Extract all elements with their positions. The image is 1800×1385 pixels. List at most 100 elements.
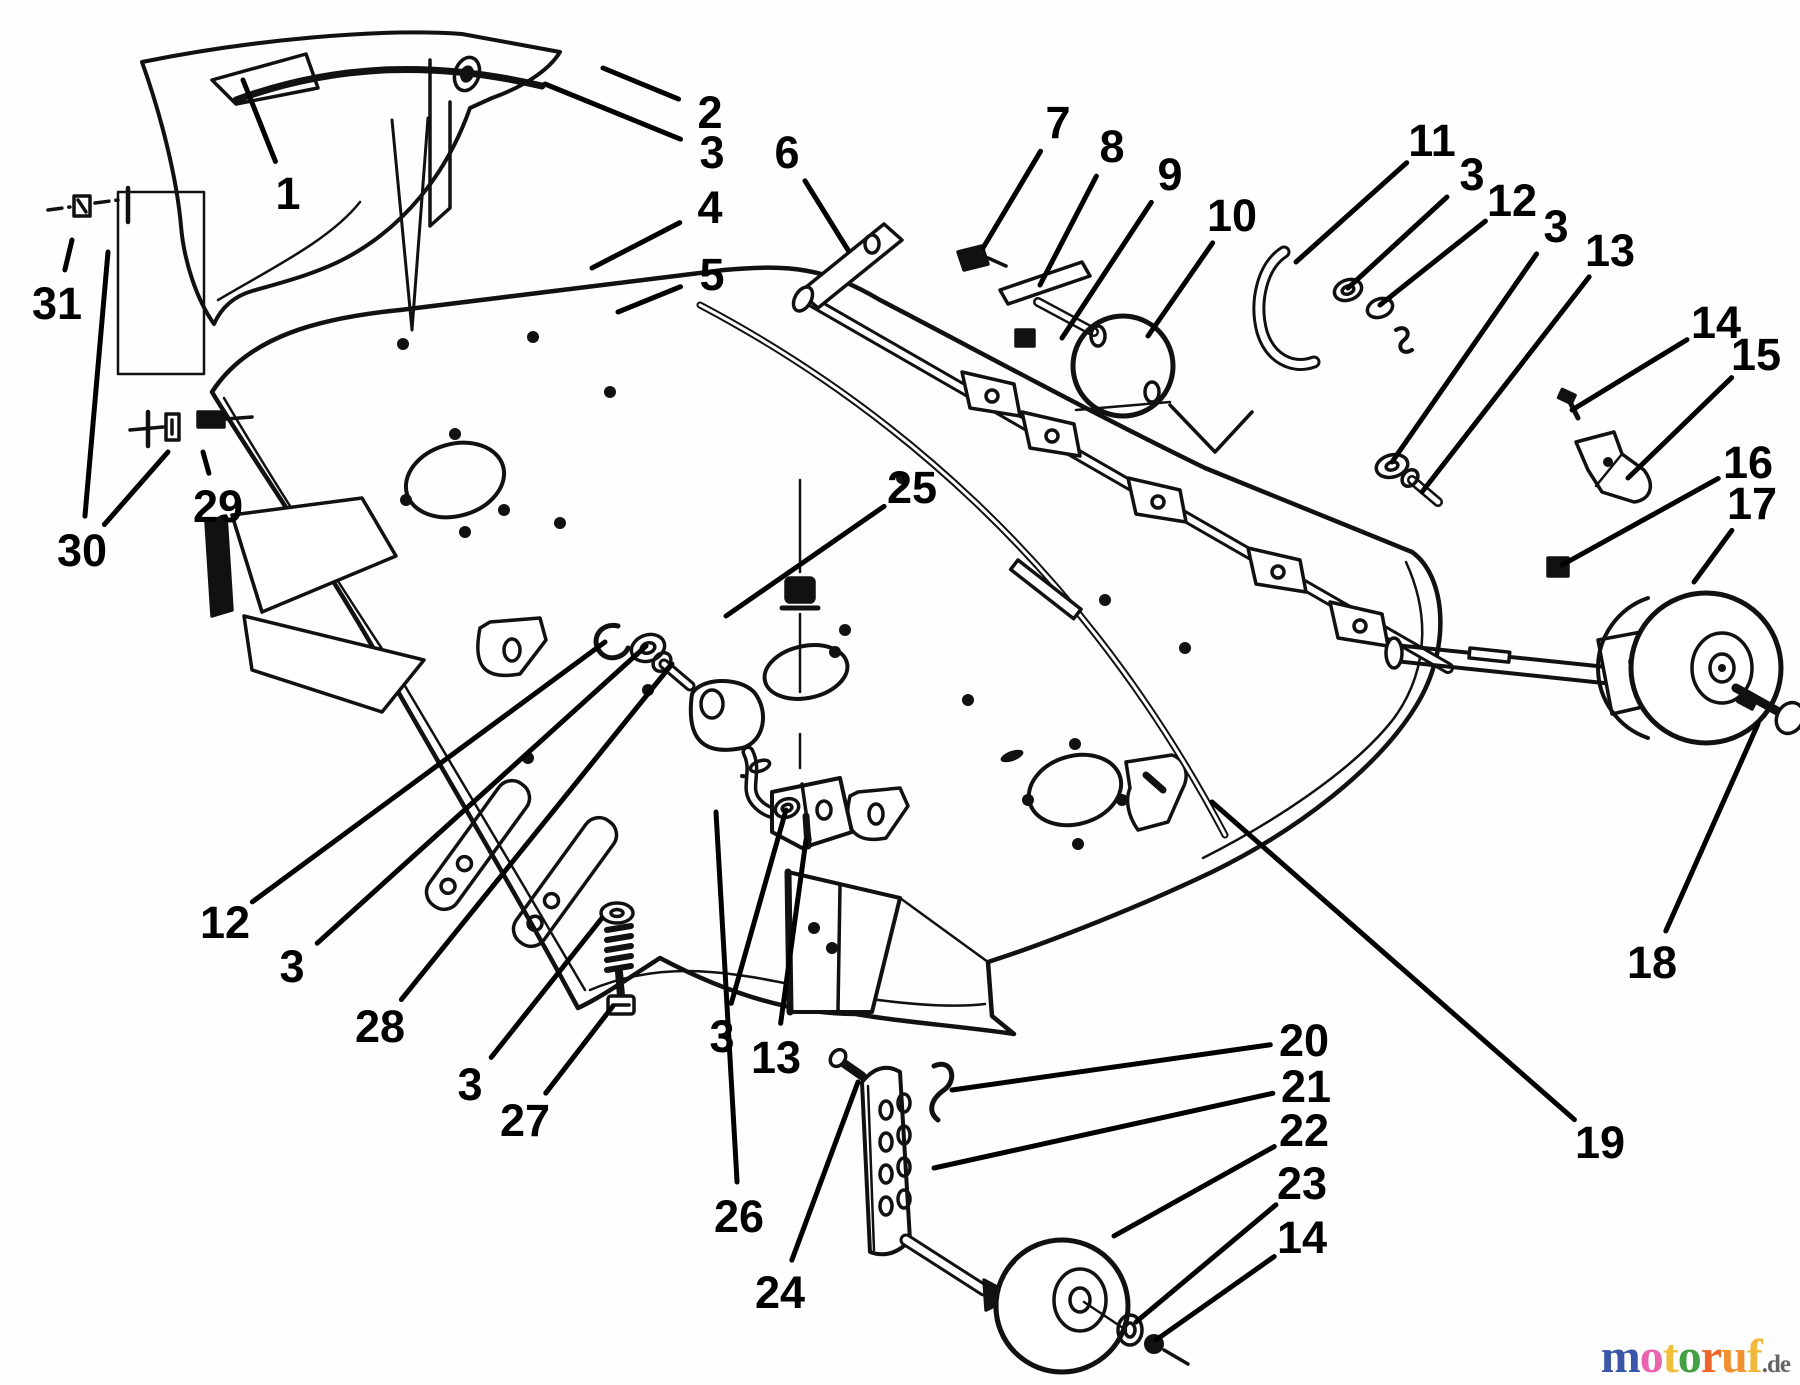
watermark-letter: o <box>1677 1330 1702 1383</box>
callout-leader <box>1377 218 1488 308</box>
callout-number: 6 <box>774 127 799 178</box>
flat-ring <box>762 643 850 701</box>
lift-rod <box>791 222 1454 674</box>
callout-number: 18 <box>1627 937 1677 988</box>
hairpin-clip <box>929 1061 955 1123</box>
rod-flag-brackets <box>960 370 1390 648</box>
arm-assembly <box>1384 556 1666 716</box>
callout-leader <box>778 837 809 1026</box>
callout-number: 26 <box>714 1191 764 1242</box>
callout-leader <box>1133 1202 1279 1325</box>
callout-number: 17 <box>1727 478 1777 529</box>
bolt-7 <box>956 244 1008 272</box>
watermark-letter: t <box>1662 1330 1679 1383</box>
callout-number: 19 <box>1575 1117 1625 1168</box>
callout-leader <box>1663 721 1761 934</box>
callout-number: 12 <box>200 897 250 948</box>
watermark-letter: o <box>1639 1330 1664 1383</box>
callout-leader <box>589 220 683 271</box>
callout-leader <box>1111 1144 1277 1239</box>
callout-number: 14 <box>1691 297 1741 348</box>
left-baffle-wedges <box>204 496 426 714</box>
watermark-logo: motoruf.de <box>1600 1330 1791 1383</box>
callout-number: 3 <box>279 941 304 992</box>
callout-leader <box>802 178 851 253</box>
spindle-opening-right <box>1026 752 1124 828</box>
watermark-letter: r <box>1700 1330 1722 1383</box>
watermark-suffix: .de <box>1761 1351 1791 1378</box>
callout-leader <box>542 81 684 142</box>
callout-leader <box>931 1090 1276 1171</box>
callout-leader <box>1059 199 1154 341</box>
callout-number: 14 <box>1277 1212 1327 1263</box>
callout-number: 28 <box>355 1001 405 1052</box>
cup-bracket-right <box>846 786 910 841</box>
callout-number: 5 <box>699 249 724 300</box>
hinge-hardware-left <box>46 185 254 449</box>
callout-leader <box>1691 527 1735 585</box>
callout-number: 23 <box>1277 1158 1327 1209</box>
rod-strap <box>791 222 904 313</box>
callout-number: 24 <box>755 1267 805 1318</box>
deck-edge-rod <box>696 301 1229 839</box>
gauge-wheel-bottom <box>993 1237 1131 1375</box>
callout-leader <box>1293 160 1410 265</box>
callout-number: 11 <box>1408 115 1456 166</box>
hanger-straps <box>424 778 619 949</box>
cover-washer <box>452 55 482 93</box>
pivot-hardware <box>1374 452 1443 507</box>
callout-number: 3 <box>699 127 724 178</box>
callout-number: 2 <box>697 87 722 138</box>
handle-tube <box>1252 245 1414 371</box>
callout-leader <box>1389 251 1540 465</box>
pin-9 <box>1014 297 1107 348</box>
spring-bolt <box>599 901 636 1016</box>
center-hardware <box>593 478 854 850</box>
callout-leader <box>101 449 171 527</box>
hanger-bracket-right <box>1556 387 1653 504</box>
axle-bolt-right <box>1731 683 1800 736</box>
deck-shell <box>209 265 1443 1037</box>
callout-leader <box>314 643 649 946</box>
callout-number: 3 <box>1543 201 1568 252</box>
callout-leader <box>789 1079 861 1263</box>
callout-number: 12 <box>1487 175 1537 226</box>
callout-number: 29 <box>193 481 243 532</box>
callout-number: 16 <box>1723 437 1773 488</box>
callout-leader <box>543 1003 616 1096</box>
callout-number: 4 <box>697 182 722 233</box>
callout-leader <box>240 77 278 164</box>
callout-leader <box>1559 475 1721 568</box>
discharge-cover <box>140 30 562 332</box>
watermark-brand: motoruf <box>1600 1330 1763 1383</box>
callout-leader <box>488 915 605 1060</box>
callout-leader <box>398 661 675 1003</box>
callout-number: 3 <box>1459 149 1484 200</box>
callout-number: 3 <box>457 1059 482 1110</box>
callout-leader <box>615 284 683 315</box>
callout-number: 7 <box>1045 97 1070 148</box>
callout-leader <box>82 249 111 519</box>
callout-number: 9 <box>1157 149 1182 200</box>
callout-leader <box>1145 240 1216 339</box>
c-clip <box>593 622 631 661</box>
callout-number: 13 <box>751 1032 801 1083</box>
callout-number: 31 <box>32 278 82 329</box>
bolt-holes <box>397 331 1191 850</box>
callout-leader <box>1569 337 1690 413</box>
angle-bracket <box>770 776 854 850</box>
callout-leader <box>62 237 75 273</box>
watermark-letter: f <box>1746 1330 1763 1383</box>
idler-circle <box>1070 313 1176 419</box>
callout-leader <box>600 65 682 102</box>
callout-number: 15 <box>1731 329 1781 380</box>
flange-nut <box>779 576 821 611</box>
height-plate <box>860 1065 912 1257</box>
callout-leader <box>1345 194 1450 291</box>
strap-8 <box>998 260 1092 306</box>
callout-leader <box>713 809 740 1185</box>
watermark-letter: m <box>1600 1330 1641 1383</box>
